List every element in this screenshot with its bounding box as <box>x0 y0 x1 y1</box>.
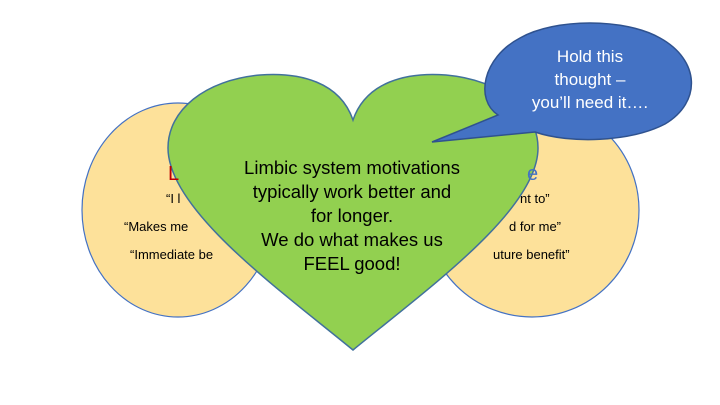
heart-text-line: for longer. <box>310 205 394 226</box>
left-circle-heading: L <box>168 163 180 185</box>
heart-text-line: FEEL good! <box>303 253 401 274</box>
right-circle-heading: e <box>527 163 539 185</box>
heart-text: Limbic system motivations typically work… <box>230 156 474 276</box>
speech-bubble-shape <box>431 22 693 143</box>
right-quote-2: d for me” <box>509 219 562 234</box>
right-quote-3: uture benefit” <box>493 247 570 262</box>
left-quote-3: “Immediate be <box>130 247 214 262</box>
heart-text-line: typically work better and <box>252 181 452 202</box>
speech-bubble-text: Hold this thought – you’ll need it…. <box>510 45 670 114</box>
bubble-text-line: thought – <box>554 70 626 89</box>
bubble-text-line: Hold this <box>556 47 624 66</box>
heart-shape <box>167 73 539 351</box>
bubble-text-line: you’ll need it…. <box>531 93 649 112</box>
heart-text-line: Limbic system motivations <box>244 157 460 178</box>
heart-text-line: We do what makes us <box>261 229 443 250</box>
left-quote-1: “I l <box>166 191 181 206</box>
left-quote-2: “Makes me <box>124 219 189 234</box>
right-quote-1: nt to” <box>520 191 550 206</box>
